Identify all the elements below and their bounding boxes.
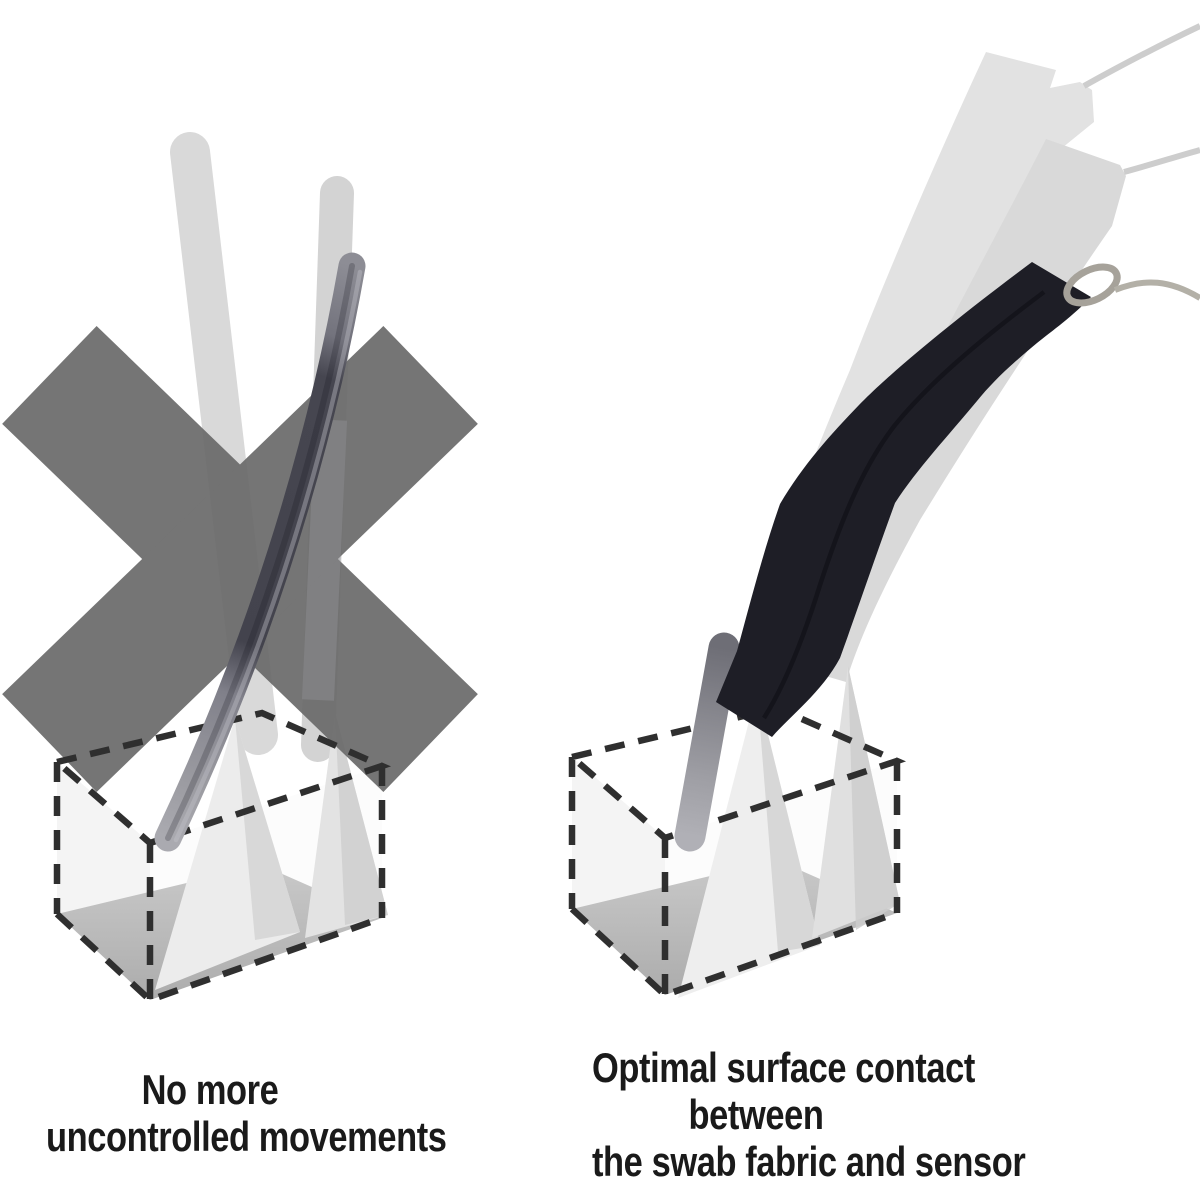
lanyard-string — [1113, 279, 1200, 301]
sensor-box-right — [572, 666, 900, 998]
sensor-box-wireframe-left — [50, 709, 392, 1004]
lanyard-string — [1082, 23, 1200, 89]
ghost-through-x — [302, 419, 347, 701]
lanyard-string — [1123, 147, 1200, 175]
x-cross-icon — [2, 326, 478, 792]
left-figure — [2, 132, 478, 1004]
swab-paddles — [155, 712, 388, 990]
sensor-box-left — [57, 712, 388, 1000]
left-caption: No more uncontrolled movements — [10, 1066, 447, 1160]
left-caption-line2: uncontrolled movements — [46, 1113, 447, 1160]
right-caption: Optimal surface contact between the swab… — [556, 1044, 1026, 1185]
swab-shaft — [674, 632, 740, 852]
right-caption-line3: the swab fabric and sensor — [592, 1138, 1026, 1185]
right-caption-line2: between — [688, 1091, 824, 1138]
swab-handle — [716, 262, 1091, 737]
sensor-box-wireframe-right — [565, 704, 907, 999]
right-figure — [565, 23, 1200, 999]
right-caption-line1: Optimal surface contact — [592, 1044, 975, 1091]
swab-paddles — [678, 666, 900, 998]
lanyard-ring-icon — [1063, 263, 1200, 307]
crossed-swab-rod — [154, 252, 366, 852]
left-caption-line1: No more — [141, 1066, 279, 1113]
